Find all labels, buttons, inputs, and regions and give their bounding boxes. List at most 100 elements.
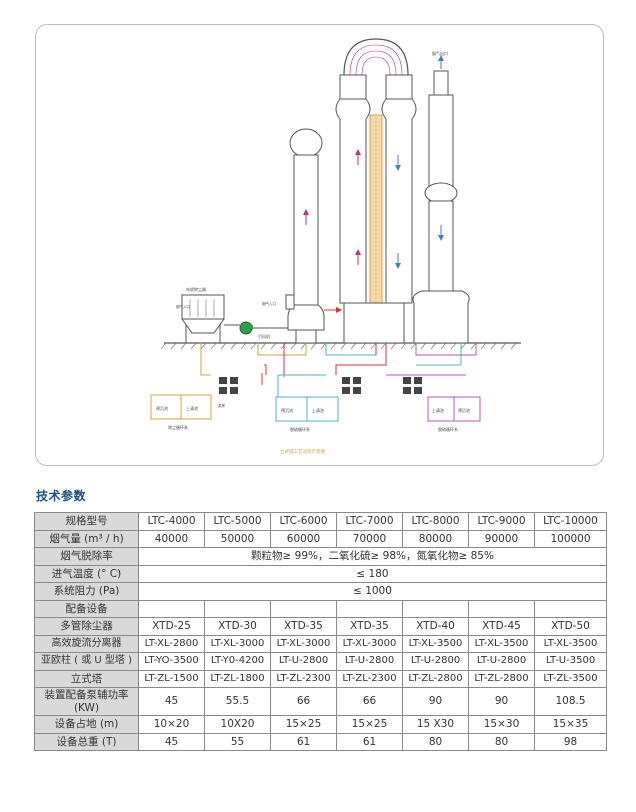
table-cell: 15×35: [534, 715, 607, 734]
gas-out-label: 烟气出口: [432, 50, 448, 56]
model-cell: LTC-8000: [402, 512, 469, 531]
loop1-label: 除尘循环系: [168, 424, 188, 430]
table-cell: 61: [270, 732, 337, 751]
table-cell: 66: [336, 687, 403, 716]
table-cell: 15 X30: [402, 715, 469, 734]
table-cell: 55: [204, 732, 271, 751]
table-row: 立式塔 LT-ZL-1500 LT-ZL-1800 LT-ZL-2300 LT-…: [34, 669, 607, 688]
table-cell: 15×25: [270, 715, 337, 734]
gas-in-label: 烟气入口: [262, 301, 276, 306]
table-cell: [534, 599, 607, 618]
table-cell: XTD-50: [534, 617, 607, 636]
row-label: 设备总重 (T): [34, 732, 139, 751]
table-cell: LT-XL-3500: [468, 634, 535, 653]
table-row: 烟气量 (m³ / h) 40000 50000 60000 70000 800…: [34, 529, 607, 548]
pump-room-label: 泵房: [218, 403, 225, 408]
table-cell: 66: [270, 687, 337, 716]
piping: [200, 343, 477, 400]
section-title: 技术参数: [36, 489, 87, 503]
ground-line: [160, 342, 521, 350]
diagram-caption: 立式塔工艺流程示意图: [280, 448, 325, 455]
process-diagram-drawing: 布袋除尘器 烟气入口 引风机 烟气入口: [150, 38, 521, 455]
table-cell: 55.5: [204, 687, 271, 716]
table-cell: LT-U-2800: [402, 652, 469, 671]
table-cell: 15×25: [336, 715, 403, 734]
row-label: 配备设备: [34, 599, 139, 618]
table-cell: LT-XL-3500: [402, 634, 469, 653]
table-cell: LT-ZL-2800: [402, 669, 469, 688]
table-cell: 90: [468, 687, 535, 716]
tank3-settle-label: 预沉池: [458, 407, 470, 413]
table-cell: 60000: [270, 529, 337, 548]
table-cell: 61: [336, 732, 403, 751]
model-cell: LTC-6000: [270, 512, 337, 531]
row-label: 设备占地 (m): [34, 715, 139, 734]
table-cell: LT-ZL-1500: [138, 669, 205, 688]
table-cell: XTD-45: [468, 617, 535, 636]
table-cell: 40000: [138, 529, 205, 548]
table-row: 规格型号 LTC-4000 LTC-5000 LTC-6000 LTC-7000…: [34, 512, 607, 531]
tank1-settle-label: 预沉池: [156, 405, 168, 411]
row-label: 亚欧柱 ( 或 U 型塔 ): [34, 652, 139, 671]
row-label: 进气温度 (° C): [34, 564, 139, 583]
table-cell: 80000: [402, 529, 469, 548]
table-cell: [270, 599, 337, 618]
table-cell: LT-ZL-3500: [534, 669, 607, 688]
table-cell: 108.5: [534, 687, 607, 716]
model-cell: LTC-9000: [468, 512, 535, 531]
pump-group-2: [342, 377, 361, 394]
table-cell: 100000: [534, 529, 607, 548]
row-label: 装置配备泵辅功率 (KW): [34, 687, 139, 716]
row-label: 系统阻力 (Pa): [34, 582, 139, 601]
spec-table: 规格型号 LTC-4000 LTC-5000 LTC-6000 LTC-7000…: [34, 512, 607, 751]
table-cell: LT-XL-3000: [270, 634, 337, 653]
table-cell: 90: [402, 687, 469, 716]
row-label: 多管除尘器: [34, 617, 139, 636]
process-diagram: 布袋除尘器 烟气入口 引风机 烟气入口: [35, 24, 604, 466]
table-cell: LT-XL-3000: [204, 634, 271, 653]
tank1-clear-label: 上清池: [186, 405, 198, 411]
tank-loop-1: [150, 394, 212, 420]
table-row: 系统阻力 (Pa) ≤ 1000: [34, 582, 607, 601]
tower-desulfurization: [335, 38, 417, 344]
table-cell: 80: [468, 732, 535, 751]
table-cell: LT-ZL-2800: [468, 669, 535, 688]
table-cell: 颗粒物≥ 99%，二氧化硫≥ 98%，氮氧化物≥ 85%: [138, 547, 607, 566]
table-cell: 90000: [468, 529, 535, 548]
table-cell: 45: [138, 687, 205, 716]
tower-dust: [285, 128, 325, 344]
table-cell: XTD-35: [270, 617, 337, 636]
model-cell: LTC-5000: [204, 512, 271, 531]
table-cell: XTD-35: [336, 617, 403, 636]
table-cell: 10X20: [204, 715, 271, 734]
pump-group-1: [219, 377, 238, 394]
table-cell: 98: [534, 732, 607, 751]
table-cell: 45: [138, 732, 205, 751]
table-row: 烟气脱除率 颗粒物≥ 99%，二氧化硫≥ 98%，氮氧化物≥ 85%: [34, 547, 607, 566]
table-cell: XTD-40: [402, 617, 469, 636]
table-cell: LT-ZL-2300: [336, 669, 403, 688]
table-cell: LT-XL-2800: [138, 634, 205, 653]
pump-group-3: [403, 377, 422, 394]
table-cell: XTD-30: [204, 617, 271, 636]
table-cell: ≤ 1000: [138, 582, 607, 601]
table-cell: [138, 599, 205, 618]
loop3-label: 脱硝循环系: [438, 426, 458, 432]
table-cell: XTD-25: [138, 617, 205, 636]
fan-label: 引风机: [258, 333, 270, 339]
table-cell: LT-ZL-2300: [270, 669, 337, 688]
tank-loop-3: [427, 396, 481, 422]
table-cell: 50000: [204, 529, 271, 548]
tank2-clear-label: 上清池: [312, 407, 324, 413]
table-cell: 10×20: [138, 715, 205, 734]
table-cell: LT-U-3500: [534, 652, 607, 671]
bag-filter-label: 布袋除尘器: [186, 286, 206, 292]
row-label: 立式塔: [34, 669, 139, 688]
table-cell: [402, 599, 469, 618]
tank-loop-2: [275, 396, 339, 422]
flue-in-label: 烟气入口: [176, 304, 190, 309]
tank3-clear-label: 上清池: [432, 407, 444, 413]
row-label: 高效旋流分离器: [34, 634, 139, 653]
table-row: 设备占地 (m) 10×20 10X20 15×25 15×25 15 X30 …: [34, 715, 607, 734]
table-row: 配备设备: [34, 599, 607, 618]
